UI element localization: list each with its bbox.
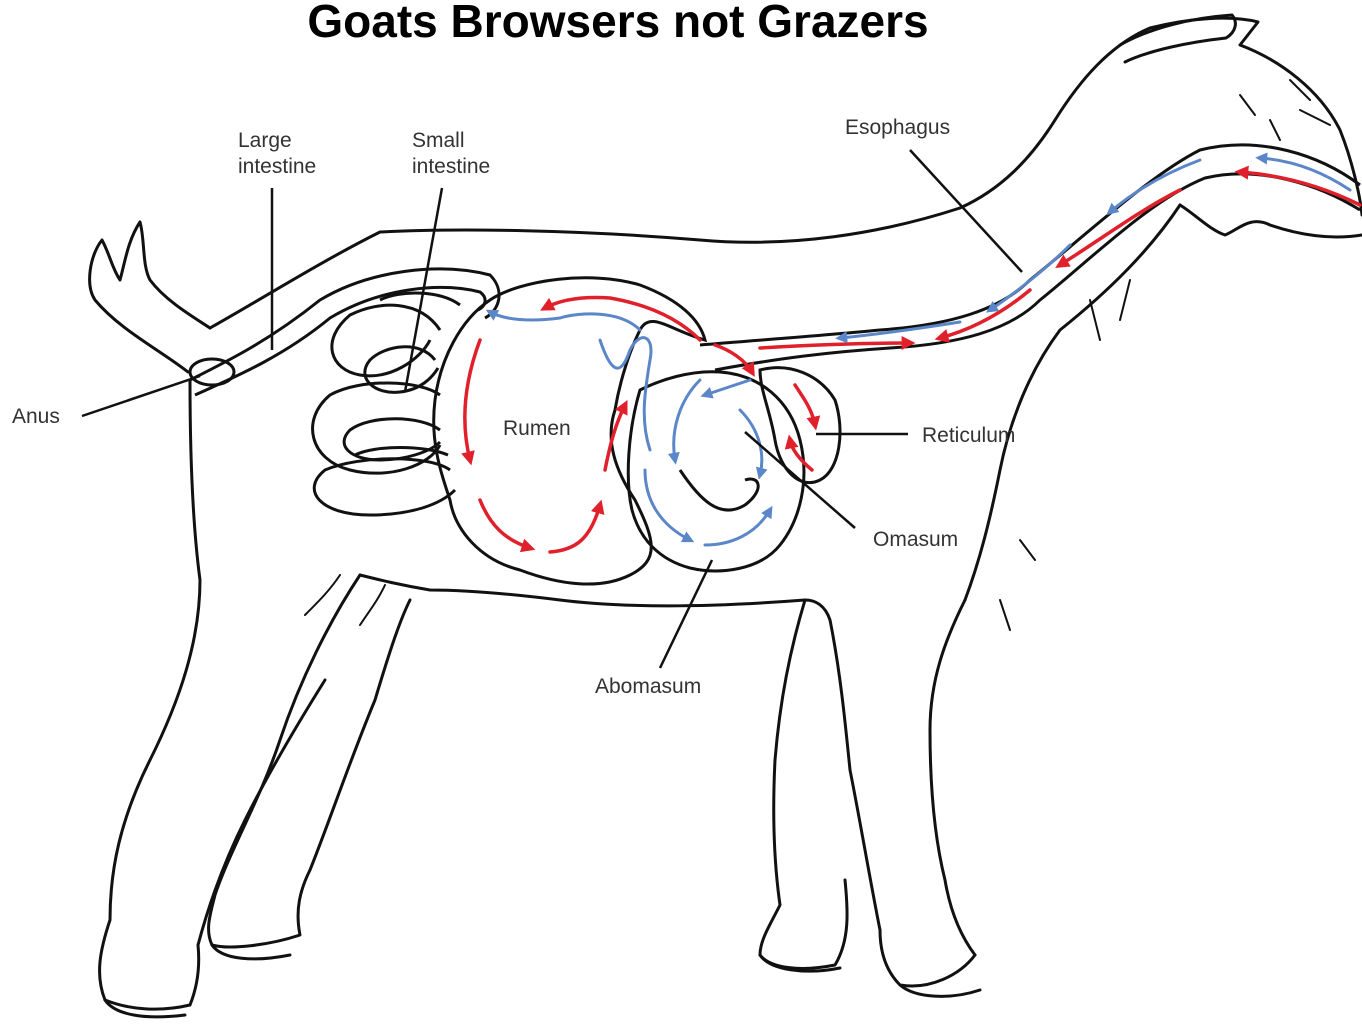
stomach-outline (434, 145, 1360, 584)
label-rumen: Rumen (503, 416, 571, 442)
belly (360, 575, 805, 606)
return-flow-arrows (490, 158, 1350, 545)
label-small-intestine: Small intestine (412, 128, 490, 180)
small-intestine-coils (313, 293, 460, 515)
intestine-tube (190, 269, 499, 395)
leader-esophagus (910, 150, 1022, 272)
page-title: Goats Browsers not Grazers (0, 0, 1236, 48)
label-abomasum: Abomasum (595, 674, 701, 700)
rear-leg-near (100, 380, 200, 1000)
chin (1180, 205, 1362, 237)
leader-anus (82, 376, 200, 416)
rear-leg-far (209, 575, 360, 945)
front-leg-far (930, 600, 975, 955)
label-anus: Anus (12, 404, 60, 430)
label-esophagus: Esophagus (845, 115, 950, 141)
reticulum-outline (760, 368, 840, 483)
front-leg-near (760, 600, 805, 955)
omasum-fold (680, 470, 758, 510)
back-line (210, 120, 1055, 328)
neck-front (965, 205, 1180, 600)
label-reticulum: Reticulum (922, 423, 1015, 449)
label-large-intestine: Large intestine (238, 128, 316, 180)
label-omasum: Omasum (873, 527, 958, 553)
tail (90, 222, 210, 372)
forward-flow-arrows (465, 172, 1360, 552)
abomasum-outline (628, 372, 804, 571)
leader-abomasum (660, 560, 712, 668)
